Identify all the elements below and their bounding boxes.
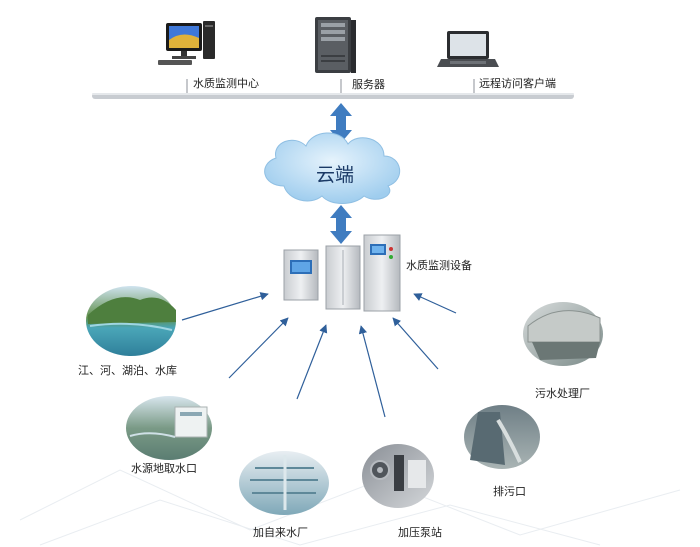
arrow-sewage-outlet xyxy=(392,317,439,370)
waterworks-photo xyxy=(239,451,329,515)
label-pump-station: 加压泵站 xyxy=(398,526,442,539)
arrow-sewage-plant xyxy=(413,293,457,314)
label-remote-client: 远程访问客户端 xyxy=(479,77,556,90)
sewage-outlet-photo xyxy=(464,405,540,469)
label-river-lake: 江、河、湖泊、水库 xyxy=(78,364,177,377)
arrow-water-intake xyxy=(228,317,289,379)
river-lake-photo xyxy=(86,286,176,356)
bus-to-cloud-arrow xyxy=(330,103,352,143)
label-sewage-plant: 污水处理厂 xyxy=(535,387,590,400)
arrow-pump-station xyxy=(358,325,386,418)
network-bus xyxy=(92,79,574,99)
desktop-computer-icon xyxy=(158,21,215,65)
label-cloud: 云端 xyxy=(316,164,355,186)
label-sewage-outlet: 排污口 xyxy=(493,485,526,498)
background-decoration xyxy=(19,469,681,546)
server-icon xyxy=(315,17,356,73)
label-monitoring-center: 水质监测中心 xyxy=(193,77,259,90)
water-intake-photo xyxy=(126,396,212,460)
monitoring-equipment-icon xyxy=(283,234,401,312)
arrow-river-lake xyxy=(181,292,269,321)
label-server: 服务器 xyxy=(352,78,385,91)
sewage-plant-photo xyxy=(523,302,603,366)
cloud-shape xyxy=(264,132,400,204)
arrow-waterworks xyxy=(296,324,328,400)
source-arrows xyxy=(181,292,457,418)
cloud-to-equipment-arrow xyxy=(330,205,352,244)
pump-station-photo xyxy=(362,444,434,508)
label-water-intake: 水源地取水口 xyxy=(131,462,197,475)
laptop-icon xyxy=(437,31,499,67)
label-monitoring-equipment: 水质监测设备 xyxy=(406,259,472,272)
label-waterworks: 加自来水厂 xyxy=(253,526,308,539)
